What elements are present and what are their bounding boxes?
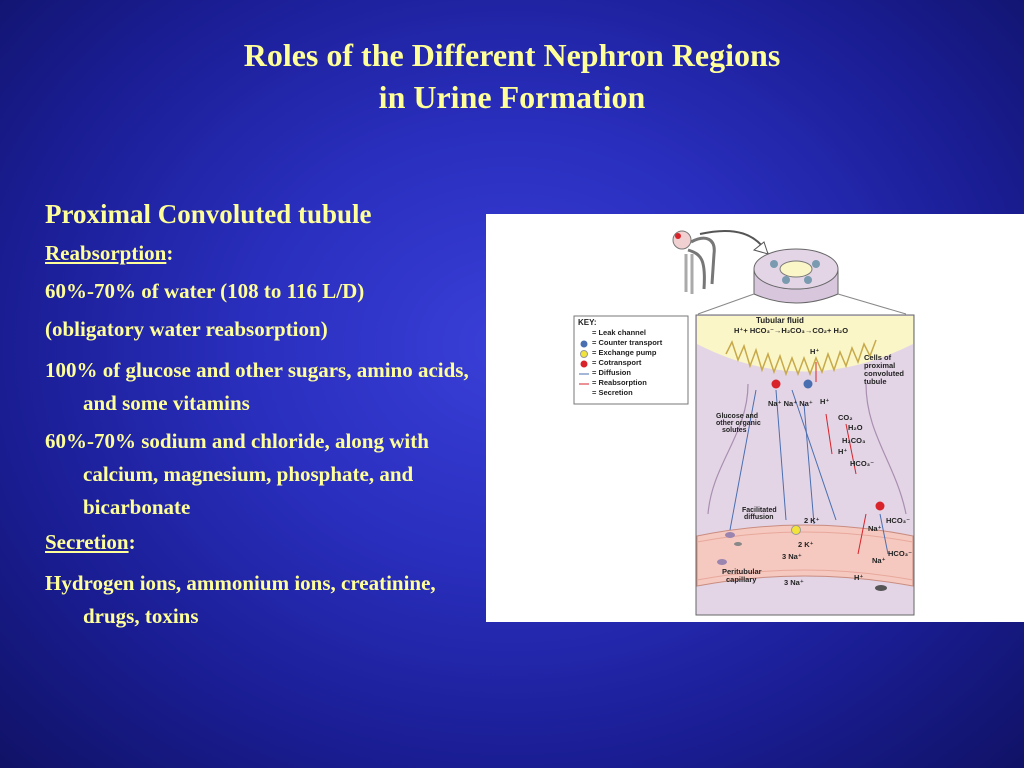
reabsorption-colon: :	[166, 241, 174, 265]
na-label: Na⁺	[872, 556, 886, 565]
bullet-item: 60%-70% of water (108 to 116 L/D)	[45, 279, 365, 303]
title-line-1: Roles of the Different Nephron Regions	[243, 37, 781, 73]
h2co3-label: H₂CO₃	[842, 436, 866, 445]
key-item: = Reabsorption	[592, 378, 647, 387]
counter-transport-marker	[803, 379, 813, 389]
key-item: = Leak channel	[592, 328, 646, 337]
tubular-fluid-label: Tubular fluid	[756, 316, 804, 325]
bullet-item: Hydrogen ions, ammonium ions, creatinine…	[45, 571, 436, 628]
diagram-labels: Tubular fluid H⁺+ HCO₃⁻→H₂CO₃→CO₂+ H₂O H…	[716, 316, 912, 587]
secretion-heading: Secretion:	[45, 529, 485, 556]
na-label: 3 Na⁺	[784, 578, 804, 587]
key-item: = Diffusion	[592, 368, 631, 377]
h-plus-label: H⁺	[838, 447, 847, 456]
key-item: = Counter transport	[592, 338, 663, 347]
nephron-diagram: KEY: = Leak channel = Counter transport …	[486, 214, 1024, 622]
title-line-2: in Urine Formation	[378, 79, 646, 115]
nephron-thumbnail	[672, 230, 769, 294]
hco3-label: HCO₃⁻	[886, 516, 910, 525]
k-label: 2 K⁺	[798, 540, 814, 549]
h2o-label: H₂O	[848, 423, 863, 432]
hco3-label: HCO₃⁻	[850, 459, 874, 468]
tubule-cross-section	[697, 248, 907, 315]
key-item: = Cotransport	[592, 358, 642, 367]
na-label: 3 Na⁺	[782, 552, 802, 561]
reabsorption-heading: Reabsorption:	[45, 240, 485, 267]
exchange-pump-marker	[791, 525, 801, 535]
bullet-item: (obligatory water reabsorption)	[45, 317, 328, 341]
diagram-svg: KEY: = Leak channel = Counter transport …	[573, 230, 915, 616]
k-label: 2 K⁺	[804, 516, 820, 525]
key-title: KEY:	[578, 318, 597, 327]
hco3-label: HCO₃⁻	[888, 549, 912, 558]
key-item: = Exchange pump	[592, 348, 657, 357]
co2-label: CO₂	[838, 413, 853, 422]
secretion-colon: :	[128, 530, 136, 554]
h-plus-label: H⁺	[854, 573, 863, 582]
slide-title: Roles of the Different Nephron Regions i…	[0, 34, 1024, 118]
key-box: KEY: = Leak channel = Counter transport …	[573, 315, 689, 405]
cotransport-marker	[875, 501, 885, 511]
na-label: Na⁺	[868, 524, 882, 533]
h-plus-label: H⁺	[810, 347, 819, 356]
h-plus-label: H⁺	[820, 397, 829, 406]
secretion-label: Secretion	[45, 530, 129, 554]
cotransport-marker	[771, 379, 781, 389]
reabsorption-label: Reabsorption	[45, 241, 167, 265]
main-panel	[695, 314, 915, 616]
key-item: = Secretion	[592, 388, 633, 397]
na-row-label: Na⁺ Na⁺ Na⁺	[768, 399, 813, 408]
bullet-item: 100% of glucose and other sugars, amino …	[45, 358, 469, 415]
section-heading: Proximal Convoluted tubule	[45, 199, 372, 229]
content-block: Proximal Convoluted tubule Reabsorption:…	[45, 196, 485, 638]
bullet-item: 60%-70% sodium and chloride, along with …	[45, 429, 429, 519]
equation-label: H⁺+ HCO₃⁻→H₂CO₃→CO₂+ H₂O	[734, 326, 848, 335]
